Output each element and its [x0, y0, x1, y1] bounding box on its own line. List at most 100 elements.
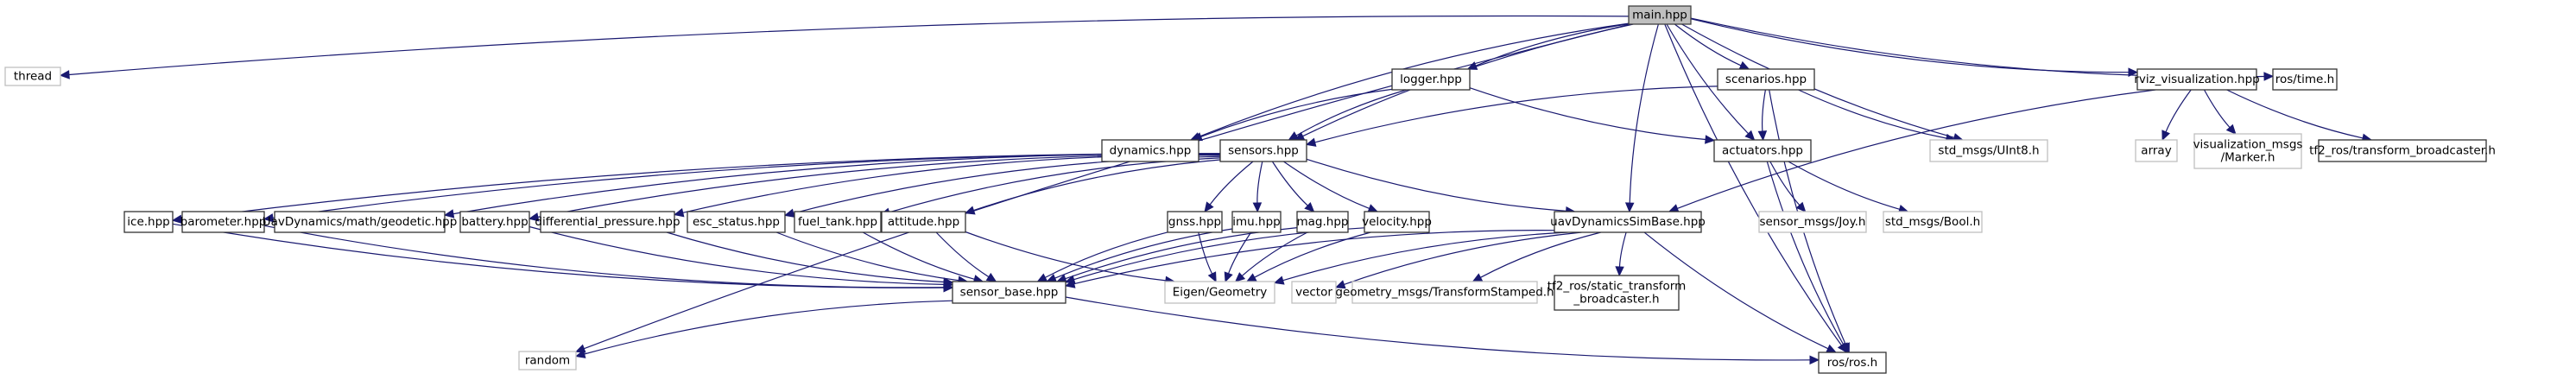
edge-simbase-to-eigen: [1273, 231, 1568, 285]
edge-mag-to-eigen: [1234, 231, 1308, 282]
edge-line: [1295, 89, 1407, 136]
edge-sensors-to-mag: [1271, 161, 1315, 212]
edge-line: [1674, 23, 1742, 66]
node-marker: visualization_msgs/Marker.h: [2193, 133, 2302, 169]
node-battery[interactable]: battery.hpp: [459, 211, 530, 233]
edge-scenarios-to-sensors: [1305, 86, 1718, 147]
arrowhead-icon: [1809, 355, 1820, 365]
node-box: [4, 66, 61, 86]
node-fuel[interactable]: fuel_tank.hpp: [794, 211, 882, 233]
node-label: Eigen/Geometry: [1173, 286, 1268, 300]
node-sensors[interactable]: sensors.hpp: [1219, 139, 1307, 162]
node-simbase[interactable]: uavDynamicsSimBase.hpp: [1550, 211, 1706, 233]
node-tfbroad[interactable]: tf2_ros/transform_broadcaster.h: [2309, 139, 2496, 162]
edge-line: [1469, 87, 1706, 141]
edge-line: [1073, 230, 1555, 285]
arrowhead-icon: [1273, 276, 1285, 285]
arrowhead-icon: [783, 208, 795, 218]
edge-sensors-to-velocity: [1283, 161, 1379, 213]
node-ice[interactable]: ice.hpp: [123, 211, 174, 233]
node-label: UavDynamics/math/geodetic.hpp: [263, 215, 458, 229]
arrowhead-icon: [1466, 61, 1478, 70]
edge-line: [1690, 18, 2130, 73]
node-rviz[interactable]: rviz_visualization.hpp: [2134, 68, 2260, 91]
node-label: attitude.hpp: [888, 215, 959, 229]
arrowhead-icon: [1288, 131, 1300, 141]
node-box: [1554, 275, 1680, 311]
edge-line: [1314, 86, 1718, 143]
arrowhead-icon: [964, 206, 976, 215]
edge-line: [2226, 89, 2364, 139]
node-label: differential_pressure.hpp: [535, 215, 680, 229]
edge-sensors-to-gnss: [1204, 161, 1254, 212]
node-label: scenarios.hpp: [1725, 73, 1807, 86]
edge-line: [862, 231, 975, 280]
node-imu[interactable]: imu.hpp: [1231, 211, 1282, 233]
arrowhead-icon: [1705, 135, 1716, 144]
edge-line: [1045, 231, 1168, 278]
edge-line: [1475, 23, 1630, 66]
node-box: [1929, 139, 2048, 162]
node-dynamics[interactable]: dynamics.hpp: [1101, 139, 1199, 162]
node-actuators[interactable]: actuators.hpp: [1713, 139, 1812, 162]
node-thread: thread: [4, 66, 61, 86]
node-box: [1818, 352, 1887, 374]
edge-line: [584, 300, 953, 355]
edge-sensorbase-to-random: [574, 300, 953, 358]
edge-line: [1254, 231, 1371, 278]
node-label: main.hpp: [1632, 9, 1687, 22]
node-main[interactable]: main.hpp: [1628, 5, 1692, 25]
node-label: gnss.hpp: [1168, 215, 1221, 229]
edge-line: [528, 225, 945, 285]
node-box: [2272, 68, 2338, 91]
node-mag[interactable]: mag.hpp: [1296, 211, 1349, 233]
edge-barometer-to-sensorbase: [263, 225, 954, 292]
node-esc[interactable]: esc_status.hpp: [687, 211, 786, 233]
node-box: [1351, 281, 1538, 304]
arrowhead-icon: [1224, 271, 1233, 283]
node-label: sensor_base.hpp: [960, 286, 1059, 300]
edge-sensors-to-imu: [1252, 161, 1263, 213]
node-gnss[interactable]: gnss.hpp: [1167, 211, 1223, 233]
arrowhead-icon: [1367, 204, 1379, 213]
node-uint8: std_msgs/UInt8.h: [1929, 139, 2048, 162]
node-box: [1167, 211, 1223, 233]
node-label: imu.hpp: [1232, 215, 1280, 229]
node-diffpress[interactable]: differential_pressure.hpp: [535, 211, 680, 233]
arrowhead-icon: [1738, 60, 1750, 70]
node-box: [1628, 5, 1692, 25]
node-tfstamped: geometry_msgs/TransformStamped.h: [1335, 281, 1554, 304]
edge-line: [1664, 23, 1842, 346]
node-statictf[interactable]: tf2_ros/static_transform_broadcaster.h: [1547, 275, 1686, 311]
node-rosros[interactable]: ros/ros.h: [1818, 352, 1887, 374]
edge-line: [1677, 89, 2156, 209]
arrowhead-icon: [1204, 201, 1214, 212]
edge-actuators-to-joy: [1769, 161, 1807, 212]
node-scenarios[interactable]: scenarios.hpp: [1717, 68, 1815, 91]
node-box: [518, 351, 577, 370]
node-box: [540, 211, 675, 233]
edge-line: [1198, 231, 1213, 275]
arrowhead-icon: [1624, 202, 1635, 213]
node-sensorbase[interactable]: sensor_base.hpp: [952, 281, 1066, 304]
node-geodetic[interactable]: UavDynamics/math/geodetic.hpp: [263, 211, 458, 233]
edge-line: [1618, 231, 1627, 268]
node-attitude[interactable]: attitude.hpp: [881, 211, 966, 233]
node-array: array: [2135, 139, 2178, 162]
node-rostime[interactable]: ros/time.h: [2272, 68, 2338, 91]
edge-line: [1666, 23, 1750, 135]
node-box: [2193, 133, 2302, 169]
arrowhead-icon: [1615, 266, 1624, 277]
node-barometer[interactable]: barometer.hpp: [180, 211, 267, 233]
edge-line: [272, 153, 1221, 218]
node-box: [1717, 68, 1815, 91]
edge-attitude-to-eigen: [965, 231, 1176, 286]
arrowhead-icon: [985, 272, 997, 282]
node-logger[interactable]: logger.hpp: [1391, 68, 1471, 91]
node-box: [794, 211, 882, 233]
node-velocity[interactable]: velocity.hpp: [1362, 211, 1432, 233]
arrowhead-icon: [528, 212, 540, 222]
node-label: fuel_tank.hpp: [798, 215, 877, 229]
arrowhead-icon: [2161, 130, 2171, 142]
arrowhead-icon: [1304, 201, 1315, 212]
